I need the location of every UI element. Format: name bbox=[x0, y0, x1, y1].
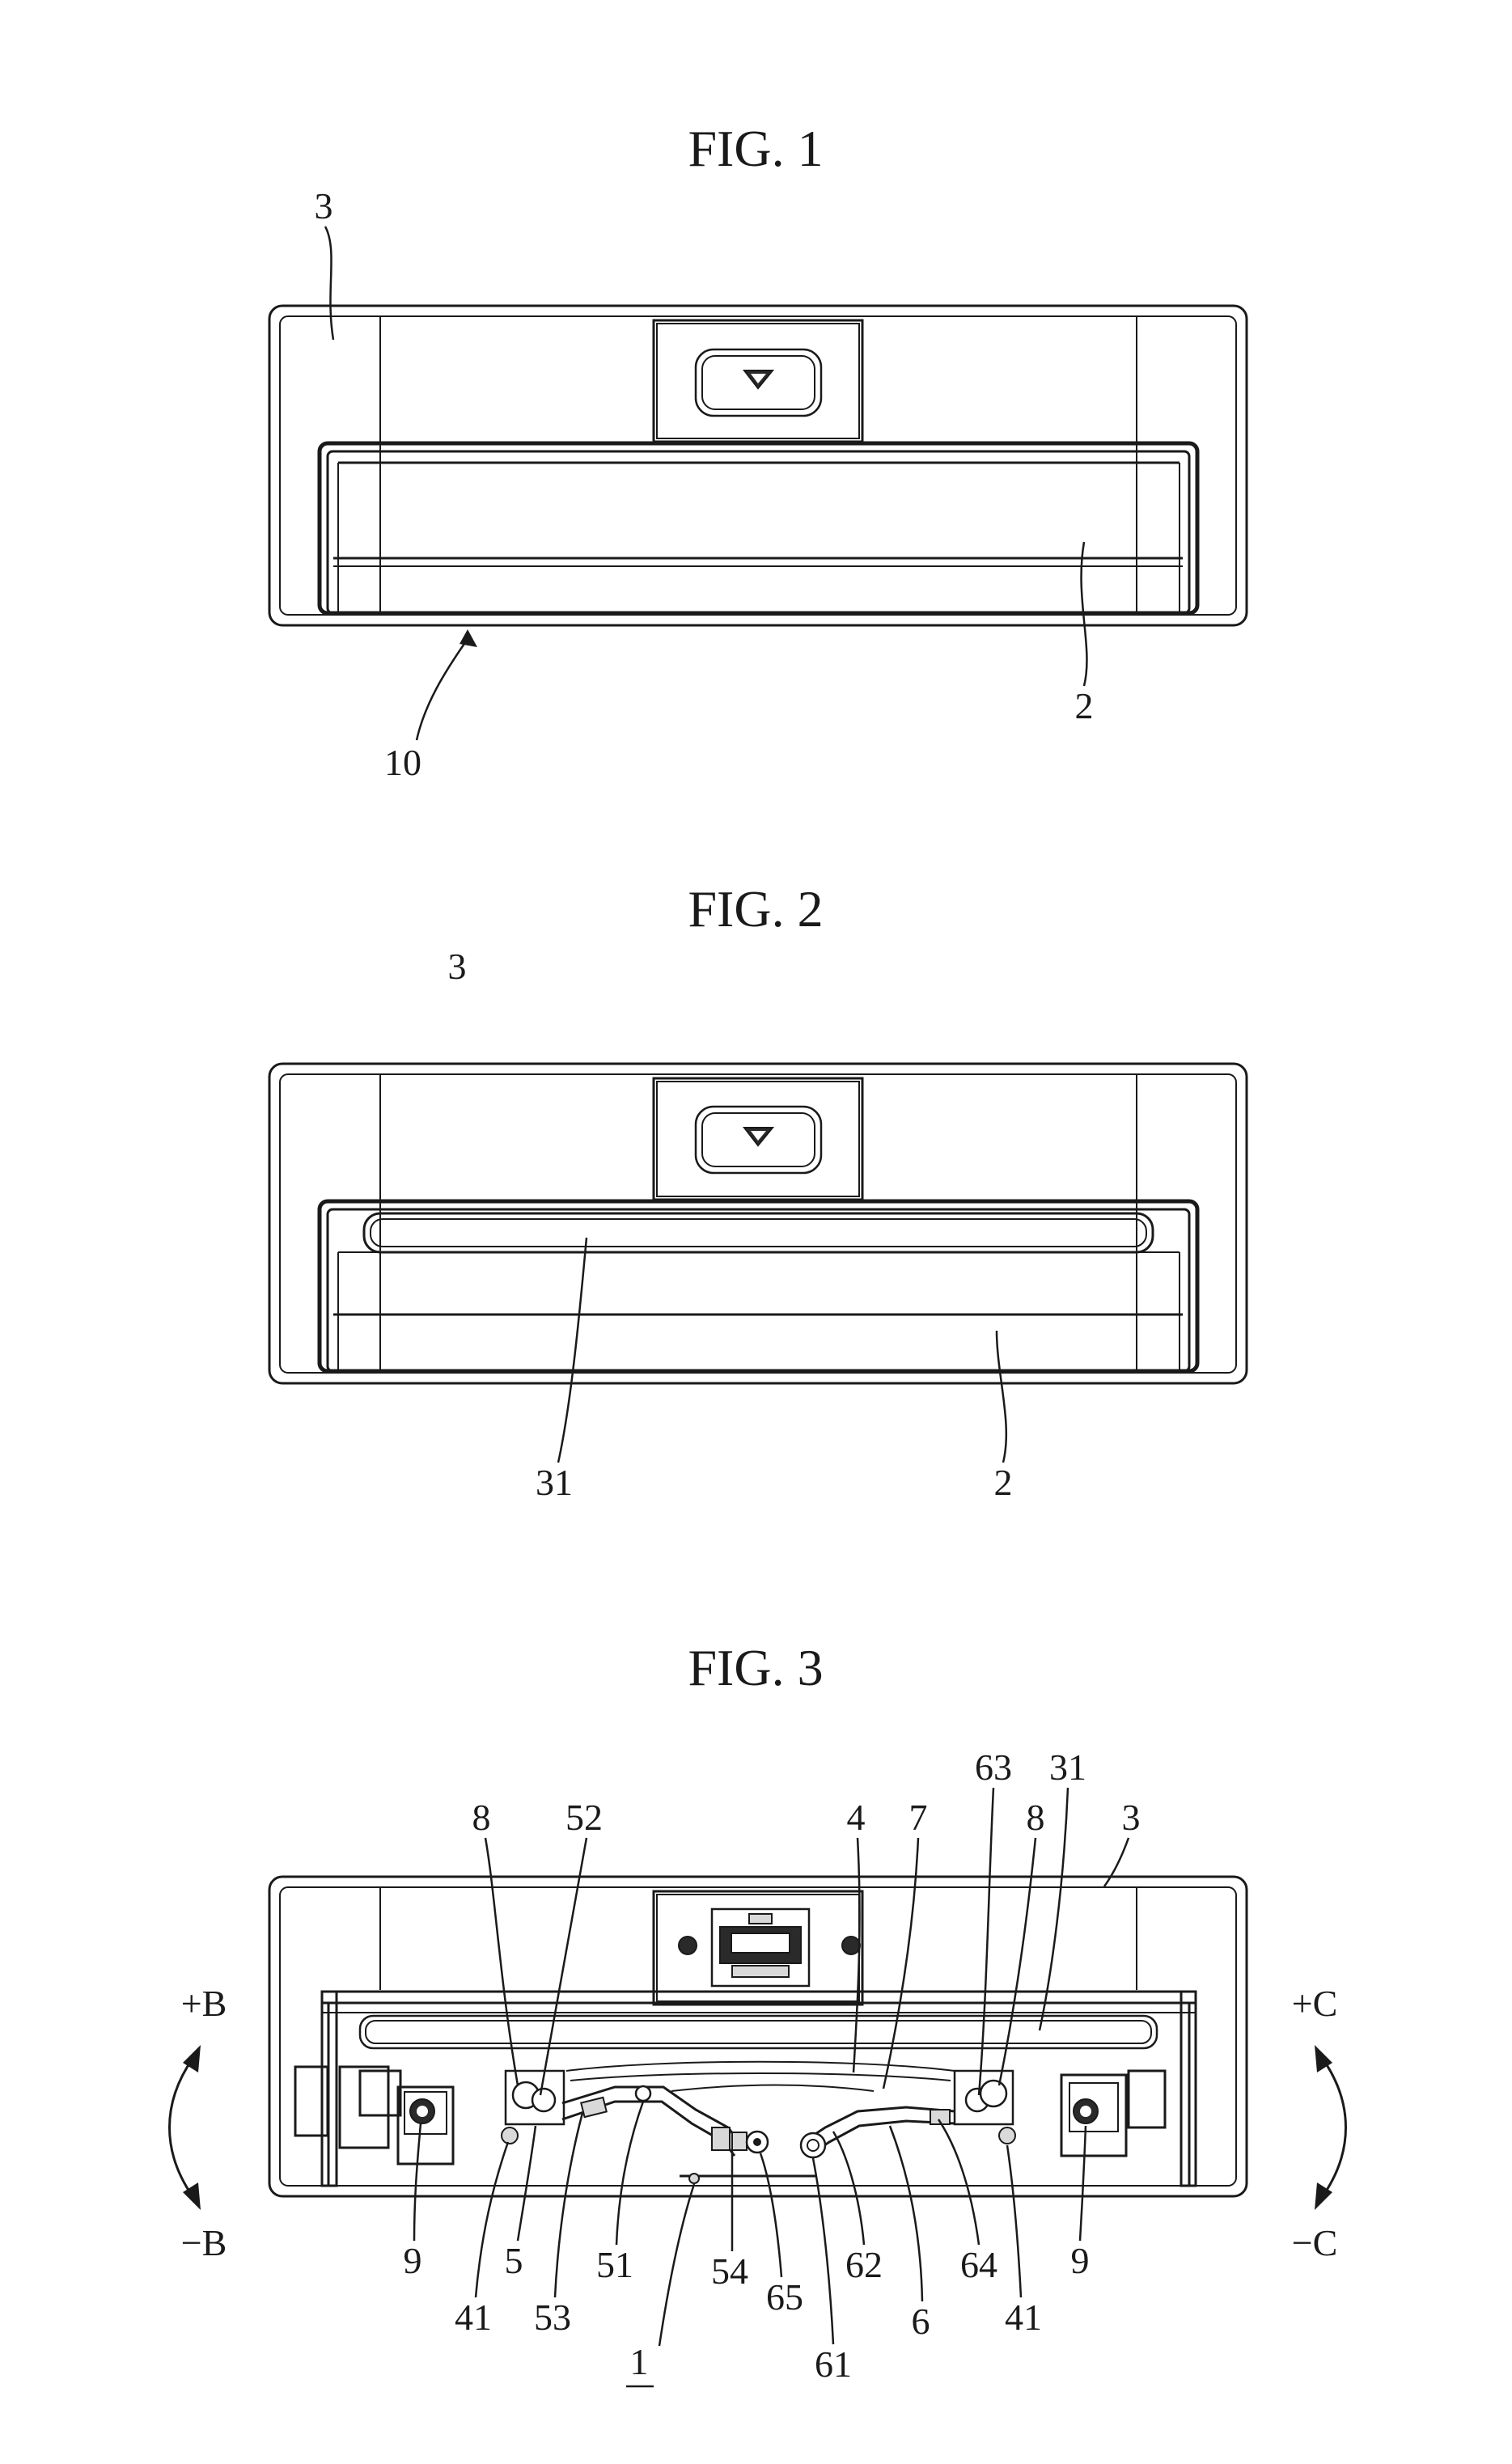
fig-1-label-assembly: 10 bbox=[384, 742, 421, 783]
fig-3-label-minus-b: −B bbox=[181, 2222, 227, 2263]
figure-1: FIG. 1 3 2 10 bbox=[269, 120, 1247, 783]
fig-3-label-4: 4 bbox=[847, 1797, 866, 1838]
fig-3-label-41-left: 41 bbox=[455, 2297, 492, 2338]
fig-3-label-62: 62 bbox=[845, 2244, 883, 2285]
fig-1-housing-drawing bbox=[269, 306, 1247, 625]
fig-3-rotation-arrow-c bbox=[1323, 2059, 1346, 2196]
fig-1-title: FIG. 1 bbox=[688, 120, 823, 177]
fig-3-mechanism-drawing bbox=[269, 1877, 1247, 2196]
fig-3-label-64: 64 bbox=[960, 2244, 997, 2285]
fig-1-label-tray: 2 bbox=[1075, 685, 1094, 726]
fig-3-label-5: 5 bbox=[505, 2240, 523, 2281]
figure-3: FIG. 3 bbox=[170, 1639, 1346, 2386]
fig-3-label-31: 31 bbox=[1049, 1746, 1086, 1788]
fig-1-label-housing: 3 bbox=[315, 185, 333, 227]
fig-3-label-7: 7 bbox=[909, 1797, 928, 1838]
fig-2-housing-drawing bbox=[269, 1064, 1247, 1383]
fig-3-label-1: 1 bbox=[630, 2341, 649, 2382]
fig-3-label-3: 3 bbox=[1122, 1797, 1141, 1838]
fig-3-label-61: 61 bbox=[815, 2343, 852, 2385]
fig-3-label-8-left: 8 bbox=[472, 1797, 491, 1838]
fig-2-label-lid: 31 bbox=[536, 1462, 573, 1503]
fig-3-label-9-left: 9 bbox=[404, 2240, 422, 2281]
fig-3-screw-right bbox=[842, 1937, 860, 1954]
fig-3-pin-61 bbox=[801, 2133, 825, 2157]
fig-3-rotation-arrow-b bbox=[170, 2059, 193, 2196]
fig-2-label-tray: 2 bbox=[994, 1462, 1013, 1503]
fig-2-title: FIG. 2 bbox=[688, 880, 823, 938]
fig-3-label-plus-b: +B bbox=[181, 1983, 227, 2024]
fig-3-label-65: 65 bbox=[766, 2276, 803, 2318]
fig-1-assembly-arrowhead bbox=[460, 629, 477, 647]
fig-3-title: FIG. 3 bbox=[688, 1639, 823, 1696]
fig-3-label-8-right: 8 bbox=[1027, 1797, 1045, 1838]
fig-3-screw-left bbox=[679, 1937, 697, 1954]
figure-2: FIG. 2 3 31 2 bbox=[269, 880, 1247, 1503]
fig-3-label-6: 6 bbox=[912, 2301, 930, 2342]
fig-3-label-41-right: 41 bbox=[1005, 2297, 1042, 2338]
fig-3-label-plus-c: +C bbox=[1292, 1983, 1338, 2024]
fig-3-label-54: 54 bbox=[711, 2250, 748, 2292]
fig-3-label-9-right: 9 bbox=[1071, 2240, 1090, 2281]
fig-3-label-53: 53 bbox=[534, 2297, 571, 2338]
fig-2-label-housing: 3 bbox=[448, 946, 467, 987]
fig-3-label-52: 52 bbox=[565, 1797, 603, 1838]
fig-3-label-51: 51 bbox=[596, 2244, 633, 2285]
fig-3-label-minus-c: −C bbox=[1292, 2222, 1338, 2263]
fig-3-label-63: 63 bbox=[975, 1746, 1012, 1788]
